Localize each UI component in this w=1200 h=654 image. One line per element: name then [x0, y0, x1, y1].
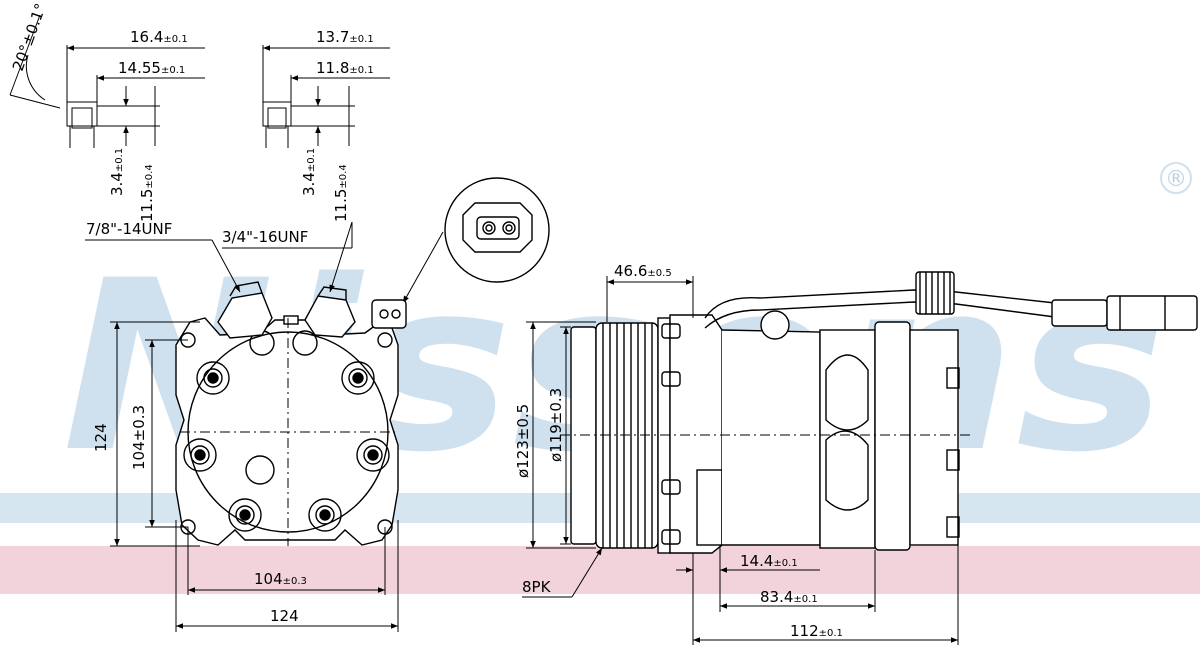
- mounting-bolts: [183, 361, 390, 532]
- watermark-pink-band: [0, 546, 1200, 594]
- belt-type-label: 8PK: [522, 578, 552, 596]
- mid-length-dim: 83.4±0.1: [760, 588, 818, 606]
- front-connector: [371, 299, 407, 329]
- front-height-mount: 104±0.3: [130, 405, 148, 470]
- side-view: [522, 271, 1198, 645]
- front-view: [85, 221, 407, 632]
- front-width-mount: 104±0.3: [254, 570, 307, 588]
- cable-and-plug: [704, 271, 1198, 331]
- fittings-detail-labels: 20°±0.1° 16.4±0.1 14.55±0.1 3.4±0.1 11.5…: [9, 1, 374, 222]
- total-length-dim: 112±0.1: [790, 622, 843, 640]
- angle-label: 20°±0.1°: [9, 1, 50, 73]
- front-width-outer: 124: [270, 607, 299, 625]
- right-fitting-inner-width: 11.8±0.1: [316, 59, 374, 77]
- thread-right-label: 3/4"-16UNF: [222, 228, 308, 246]
- front-view-labels: 7/8"-14UNF 3/4"-16UNF 124 104±0.3 104±0.…: [86, 220, 308, 625]
- connector-detail: [402, 177, 550, 304]
- thread-left-label: 7/8"-14UNF: [86, 220, 172, 238]
- front-height-outer: 124: [92, 423, 110, 452]
- registered-mark: ®: [1165, 167, 1187, 192]
- right-fitting-outer-width: 13.7±0.1: [316, 28, 374, 46]
- discharge-fitting: [304, 286, 356, 338]
- right-fitting-long-height: 11.5±0.4: [332, 164, 350, 222]
- side-view-labels: 46.6±0.5 ø123±0.5 ø119±0.3 8PK 14.4±0.1 …: [514, 262, 843, 640]
- left-fitting-long-height: 11.5±0.4: [138, 164, 156, 222]
- pulley-outer-diameter: ø123±0.5: [514, 404, 532, 478]
- front-offset-dim: 14.4±0.1: [740, 552, 798, 570]
- right-fitting-short-height: 3.4±0.1: [300, 148, 318, 196]
- left-fitting-inner-width: 14.55±0.1: [118, 59, 185, 77]
- registered-mark-circle: [1160, 162, 1192, 194]
- fittings-detail: [9, 14, 390, 148]
- compressor-body: [661, 310, 960, 554]
- pulley-width-label: 46.6±0.5: [614, 262, 672, 280]
- left-fitting-short-height: 3.4±0.1: [108, 148, 126, 196]
- suction-fitting: [217, 281, 273, 339]
- pulley-inner-diameter: ø119±0.3: [547, 388, 565, 462]
- left-fitting-outer-width: 16.4±0.1: [130, 28, 188, 46]
